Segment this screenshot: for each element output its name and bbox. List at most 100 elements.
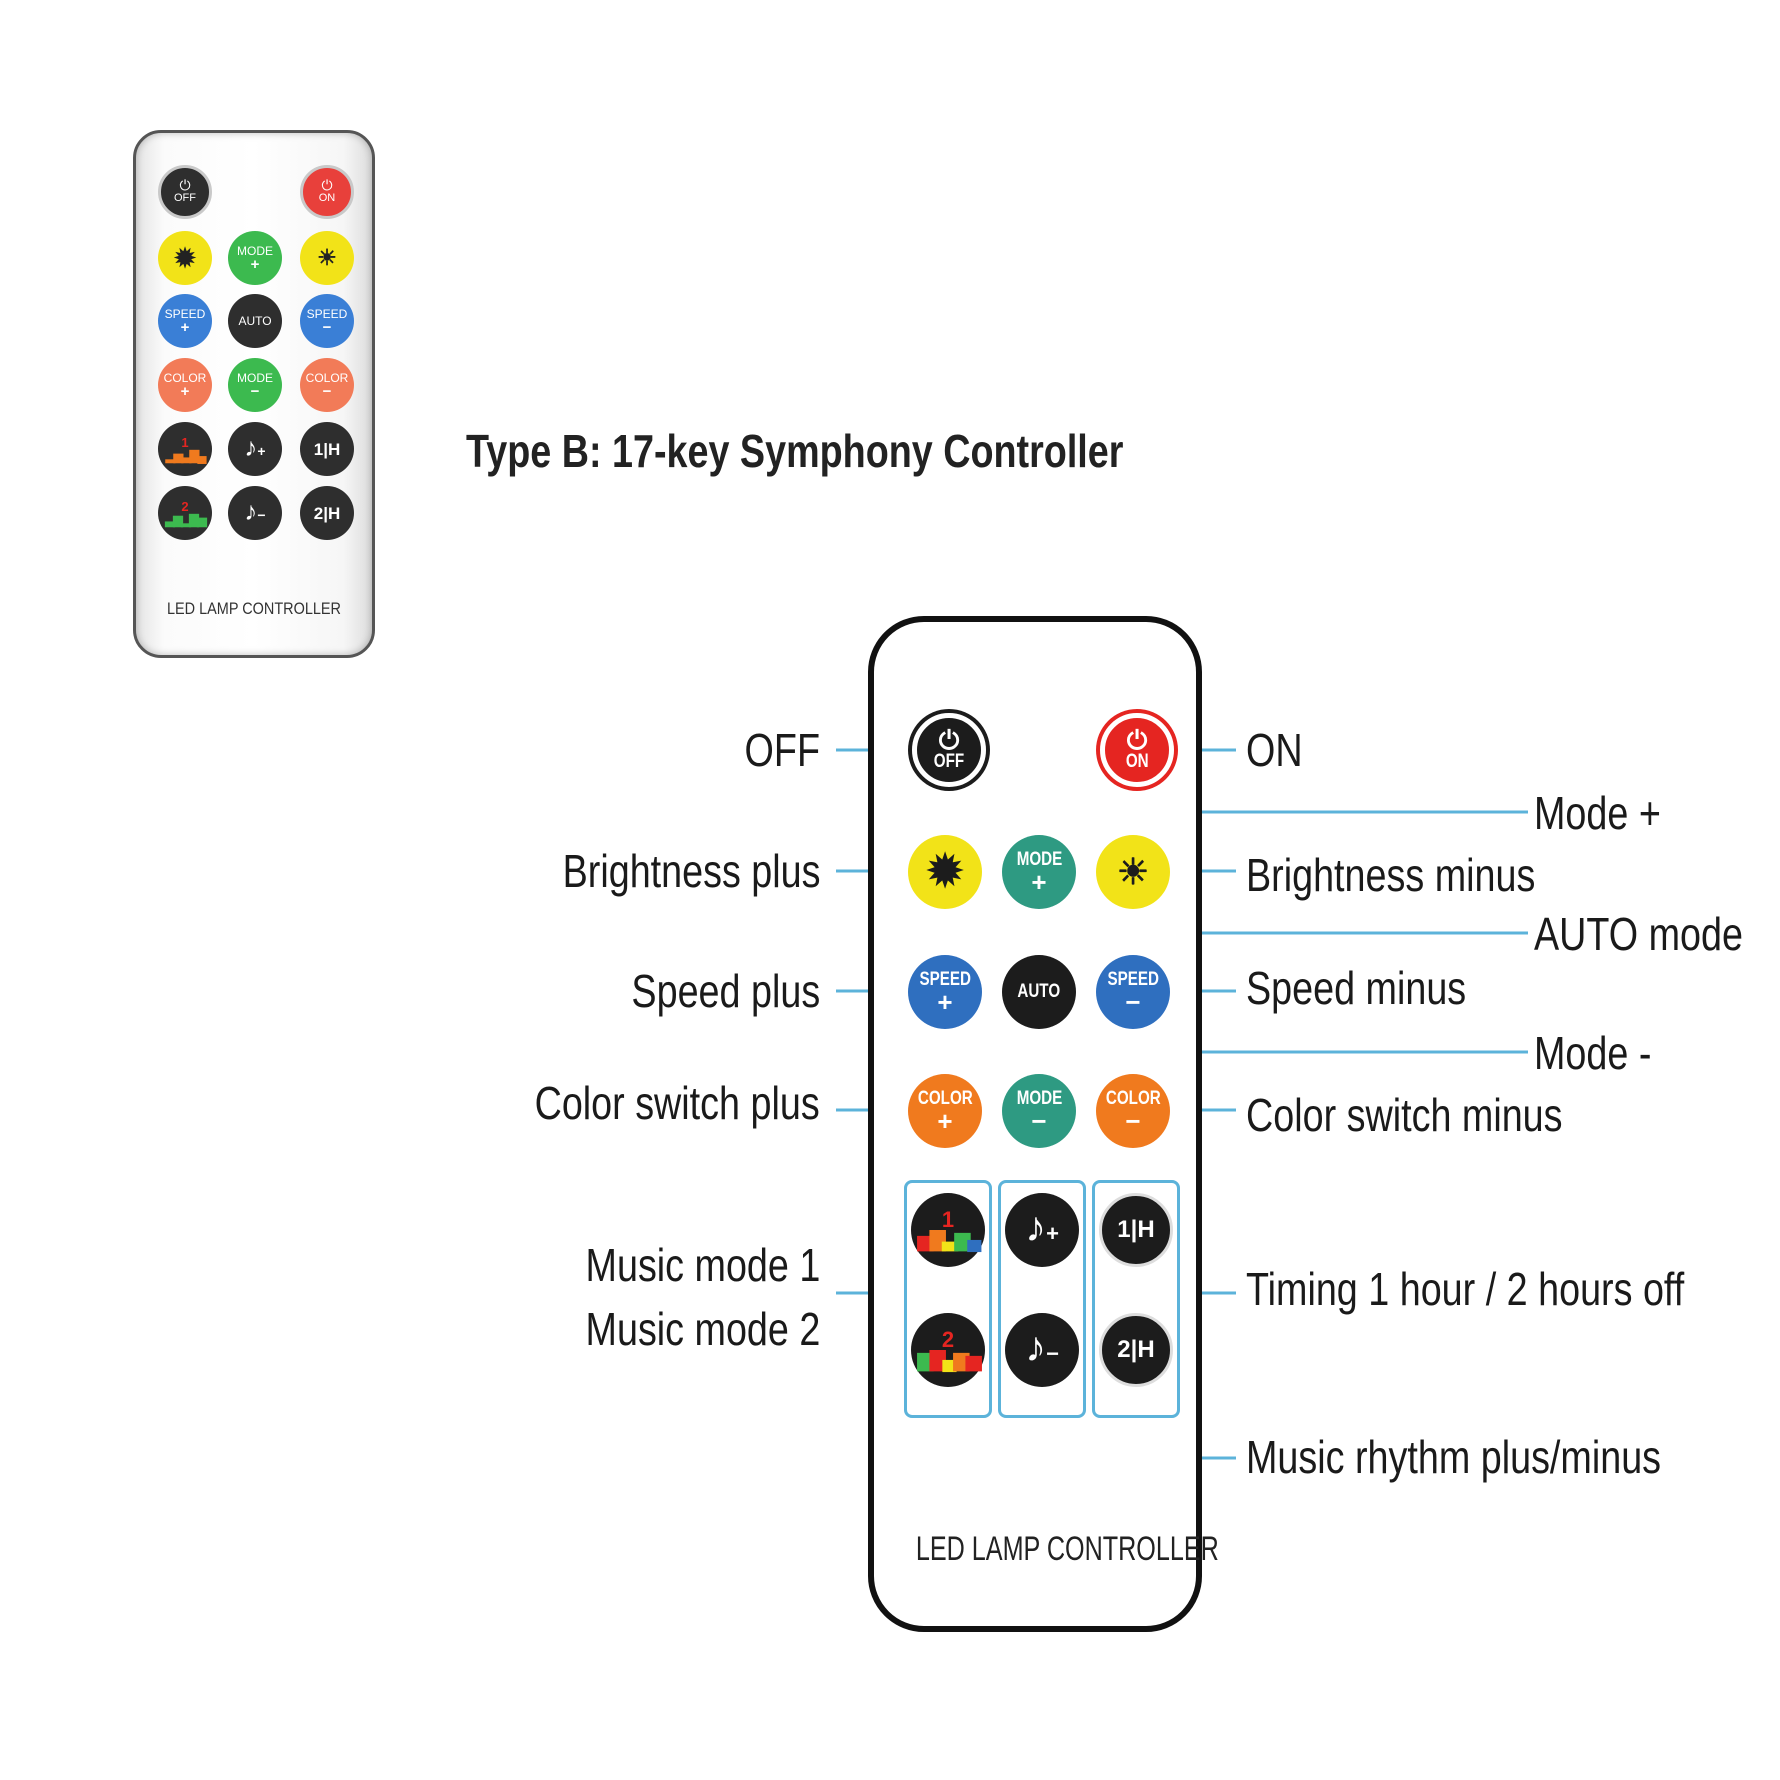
timer-hours: 1 — [1117, 1216, 1131, 1243]
label-speed-minus: Speed minus — [1246, 962, 1467, 1014]
sun-large-icon: ✹ — [174, 243, 196, 273]
small-off-button[interactable]: ⏻ OFF — [158, 165, 212, 219]
minus-icon: − — [1125, 1106, 1141, 1136]
mode-minus-button[interactable]: MODE − — [1002, 1074, 1076, 1148]
music-rhythm-plus-button[interactable]: ♪+ — [1005, 1193, 1079, 1267]
auto-button-label: AUTO — [1017, 981, 1061, 1002]
small-music-rhythm-minus-button[interactable]: ♪− — [228, 486, 282, 540]
on-button-label: ON — [1125, 751, 1149, 772]
mode-minus-label: MODE — [1016, 1088, 1062, 1109]
clock-icon: 1|H — [313, 439, 341, 459]
color-plus-label: COLOR — [917, 1088, 973, 1109]
timer-h: H — [1137, 1216, 1155, 1243]
small-auto-button[interactable]: AUTO — [228, 294, 282, 348]
label-music-mode-2: Music mode 2 — [585, 1303, 820, 1355]
music-mode-number: 2 — [181, 499, 189, 514]
speed-plus-button[interactable]: SPEED + — [908, 955, 982, 1029]
timer-hours: 1 — [313, 439, 324, 459]
power-icon: ⏻ — [1126, 725, 1148, 755]
small-timer-2h-button[interactable]: 2|H — [300, 486, 354, 540]
label-brightness-minus: Brightness minus — [1246, 849, 1536, 901]
speed-minus-label: SPEED — [1107, 969, 1159, 990]
small-brightness-minus-button[interactable]: ☀ — [300, 231, 354, 285]
mode-plus-button[interactable]: MODE + — [1002, 835, 1076, 909]
label-timing: Timing 1 hour / 2 hours off — [1246, 1263, 1685, 1315]
small-color-plus-button[interactable]: COLOR + — [158, 358, 212, 412]
auto-button[interactable]: AUTO — [1002, 955, 1076, 1029]
minus-icon: − — [322, 382, 332, 400]
color-minus-label: COLOR — [1105, 1088, 1161, 1109]
clock-icon: 2|H — [313, 503, 341, 523]
music-mode-1-button[interactable]: 1 ▅▇▃▆▄ — [911, 1193, 985, 1267]
music-mode-number: 2 — [941, 1327, 955, 1352]
small-color-label: COLOR — [305, 370, 349, 385]
small-color-minus-button[interactable]: COLOR − — [300, 358, 354, 412]
minus-icon: − — [1125, 987, 1141, 1017]
timer-group — [1092, 1180, 1180, 1418]
label-color-switch-minus: Color switch minus — [1246, 1089, 1563, 1141]
color-minus-button[interactable]: COLOR − — [1096, 1074, 1170, 1148]
diagram-remote: ⏻ OFF ⏻ ON ✹ MODE + ☀ SPEED + AUTO SPEED… — [868, 616, 1219, 1632]
minus-icon: − — [1031, 1106, 1047, 1136]
sun-large-icon: ✹ — [926, 847, 964, 896]
brightness-plus-button[interactable]: ✹ — [908, 835, 982, 909]
timer-1h-button[interactable]: 1|H — [1099, 1193, 1173, 1267]
equalizer-icon: ▃▆▂▇▅ — [165, 512, 207, 527]
mode-plus-label: MODE — [1016, 849, 1062, 870]
small-speed-minus-button[interactable]: SPEED − — [300, 294, 354, 348]
small-on-label: ON — [318, 192, 336, 204]
off-button-label: OFF — [933, 751, 965, 772]
power-icon: ⏻ — [179, 177, 191, 193]
small-mode-label: MODE — [237, 243, 273, 258]
speed-minus-button[interactable]: SPEED − — [1096, 955, 1170, 1029]
page-title: Type B: 17-key Symphony Controller — [466, 425, 1124, 477]
clock-icon: 2|H — [1117, 1336, 1155, 1363]
small-mode-minus-button[interactable]: MODE − — [228, 358, 282, 412]
timer-hours: 2 — [1117, 1336, 1131, 1363]
color-plus-button[interactable]: COLOR + — [908, 1074, 982, 1148]
minus-icon: − — [322, 318, 332, 336]
music-note-plus-icon: ♪+ — [244, 432, 266, 462]
clock-icon: 1|H — [1117, 1216, 1155, 1243]
timer-2h-button[interactable]: 2|H — [1099, 1313, 1173, 1387]
small-mode-label: MODE — [237, 370, 273, 385]
music-rhythm-group — [998, 1180, 1086, 1418]
label-music-rhythm: Music rhythm plus/minus — [1246, 1431, 1662, 1483]
timer-h: H — [327, 439, 341, 459]
small-speed-label: SPEED — [164, 306, 206, 321]
small-music-mode-2-button[interactable]: 2 ▃▆▂▇▅ — [158, 486, 212, 540]
small-color-label: COLOR — [163, 370, 207, 385]
on-button[interactable]: ⏻ ON — [1100, 713, 1174, 787]
plus-icon: + — [1031, 867, 1047, 897]
small-music-rhythm-plus-button[interactable]: ♪+ — [228, 422, 282, 476]
equalizer-icon: ▅▇▃▆▄ — [917, 1229, 982, 1251]
small-speed-label: SPEED — [306, 306, 348, 321]
sun-small-icon: ☀ — [1116, 851, 1150, 892]
timer-hours: 2 — [313, 503, 324, 523]
music-mode-number: 1 — [941, 1207, 955, 1232]
small-on-button[interactable]: ⏻ ON — [300, 165, 354, 219]
music-rhythm-minus-button[interactable]: ♪− — [1005, 1313, 1079, 1387]
music-note-minus-icon: ♪− — [244, 496, 266, 526]
remote-footer: LED LAMP CONTROLLER — [915, 1530, 1219, 1568]
plus-icon: + — [937, 1106, 953, 1136]
plus-icon: + — [937, 987, 953, 1017]
brightness-minus-button[interactable]: ☀ — [1096, 835, 1170, 909]
small-remote-footer: LED LAMP CONTROLLER — [166, 599, 341, 618]
label-auto-mode: AUTO mode — [1534, 908, 1743, 960]
timer-h: H — [327, 503, 341, 523]
label-speed-plus: Speed plus — [631, 965, 820, 1017]
small-mode-plus-button[interactable]: MODE + — [228, 231, 282, 285]
off-button[interactable]: ⏻ OFF — [912, 713, 986, 787]
speed-plus-label: SPEED — [919, 969, 971, 990]
minus-icon: − — [250, 382, 260, 400]
photo-remote: ⏻ OFF ⏻ ON ✹ MODE + ☀ SPEED + AUTO SPEED… — [133, 130, 375, 658]
label-mode-plus: Mode + — [1534, 787, 1661, 839]
music-mode-2-button[interactable]: 2 ▆▇▄▆▅ — [911, 1313, 985, 1387]
small-music-mode-1-button[interactable]: 1 ▂▅▃▇▄ — [158, 422, 212, 476]
small-speed-plus-button[interactable]: SPEED + — [158, 294, 212, 348]
small-brightness-plus-button[interactable]: ✹ — [158, 231, 212, 285]
label-off: OFF — [744, 724, 820, 776]
small-timer-1h-button[interactable]: 1|H — [300, 422, 354, 476]
music-note-minus-icon: ♪− — [1025, 1322, 1059, 1370]
